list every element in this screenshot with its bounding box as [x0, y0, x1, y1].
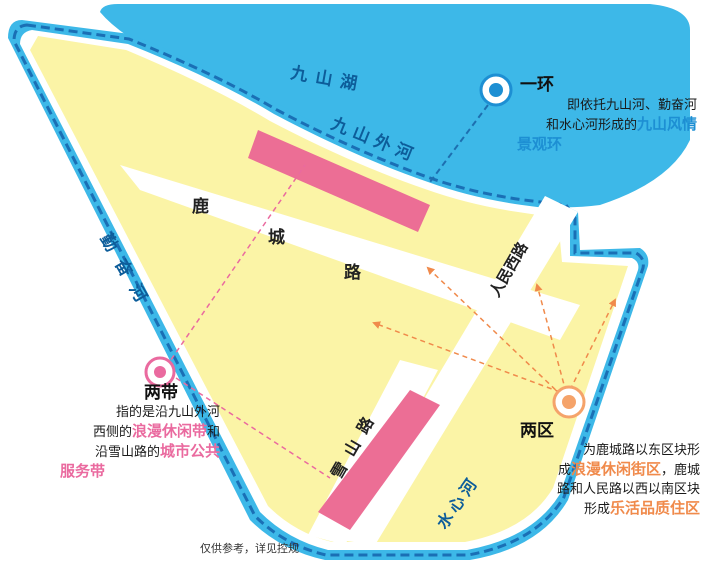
- public-service-belt-zone: [318, 390, 440, 530]
- two-districts-line4-prefix: 形成: [583, 502, 610, 517]
- two-districts-highlight-2: 乐活品质住区: [609, 499, 700, 517]
- one-ring-highlight-2: 景观环: [517, 135, 563, 153]
- two-belts-line2: 西侧的浪漫休闲带和: [60, 422, 220, 442]
- two-belts-line1: 指的是沿九山外河: [115, 405, 220, 420]
- two-districts-line3: 路和人民路以西以南区块: [556, 482, 700, 497]
- two-belts-line4: 服务带: [60, 462, 220, 482]
- land-area: [30, 36, 628, 542]
- two-belts-line3: 沿雪山路的城市公共: [60, 442, 220, 462]
- landscape-ring-dash: [12, 23, 645, 557]
- two-belts-highlight-1: 浪漫休闲带: [131, 422, 207, 440]
- two-belts-marker: [144, 356, 176, 388]
- one-ring-highlight-1: 九山风情: [636, 115, 697, 133]
- two-districts-line2: 成浪漫休闲街区，鹿城: [520, 460, 700, 480]
- two-districts-highlight-1: 浪漫休闲街区: [570, 460, 661, 478]
- two-districts-line2-prefix: 成: [557, 463, 571, 478]
- two-belts-highlight-3: 服务带: [60, 462, 106, 480]
- district-arrow-2: [372, 321, 561, 393]
- one-ring-line2: 和水心河形成的九山风情: [517, 115, 697, 135]
- lucheng-road-label-1: 鹿: [192, 196, 209, 217]
- two-belts-line3-prefix: 沿雪山路的: [94, 445, 160, 460]
- leisure-belt-zone: [248, 130, 430, 232]
- district-arrow-3: [534, 283, 567, 393]
- two-belts-line2-suffix: 和: [206, 425, 220, 440]
- lucheng-road-label-2: 城: [268, 228, 285, 248]
- belt-leader-line-2: [175, 377, 331, 479]
- one-ring-note: 一环: [520, 76, 554, 95]
- two-districts-line2-suffix: ，鹿城: [660, 463, 700, 478]
- two-belts-line2-prefix: 西侧的: [92, 425, 132, 440]
- ring-leader-line: [429, 96, 495, 183]
- two-districts-line1: 为鹿城路以东区块形: [582, 443, 700, 458]
- two-districts-title: 两区: [520, 421, 554, 441]
- one-ring-line1: 即依托九山河、勤奋河: [566, 98, 697, 113]
- two-belts-title: 两带: [144, 383, 178, 403]
- lucheng-road: [120, 165, 580, 340]
- lucheng-road-label-3: 路: [344, 262, 362, 283]
- two-districts-line4: 形成乐活品质住区: [520, 499, 700, 519]
- belt-leader-line: [165, 164, 306, 368]
- one-ring-title: 一环: [520, 75, 554, 95]
- two-districts-marker: [552, 385, 586, 419]
- two-belts-highlight-2: 城市公共: [159, 442, 220, 460]
- district-arrow-4: [569, 298, 616, 391]
- one-ring-line2-prefix: 和水心河形成的: [545, 118, 637, 133]
- district-arrow-1: [426, 266, 563, 397]
- disclaimer: 仅供参考，详见控规: [200, 542, 299, 555]
- one-ring-line3: 景观环: [517, 135, 697, 155]
- one-ring-description: 即依托九山河、勤奋河 和水心河形成的九山风情 景观环: [517, 96, 697, 155]
- jiushan-lake: [100, 4, 690, 208]
- one-ring-marker: [479, 73, 513, 107]
- two-belts-note: 两带 指的是沿九山外河 西侧的浪漫休闲带和 沿雪山路的城市公共 服务带: [60, 384, 220, 482]
- two-districts-note: 两区 为鹿城路以东区块形 成浪漫休闲街区，鹿城 路和人民路以西以南区块 形成乐活…: [520, 422, 700, 519]
